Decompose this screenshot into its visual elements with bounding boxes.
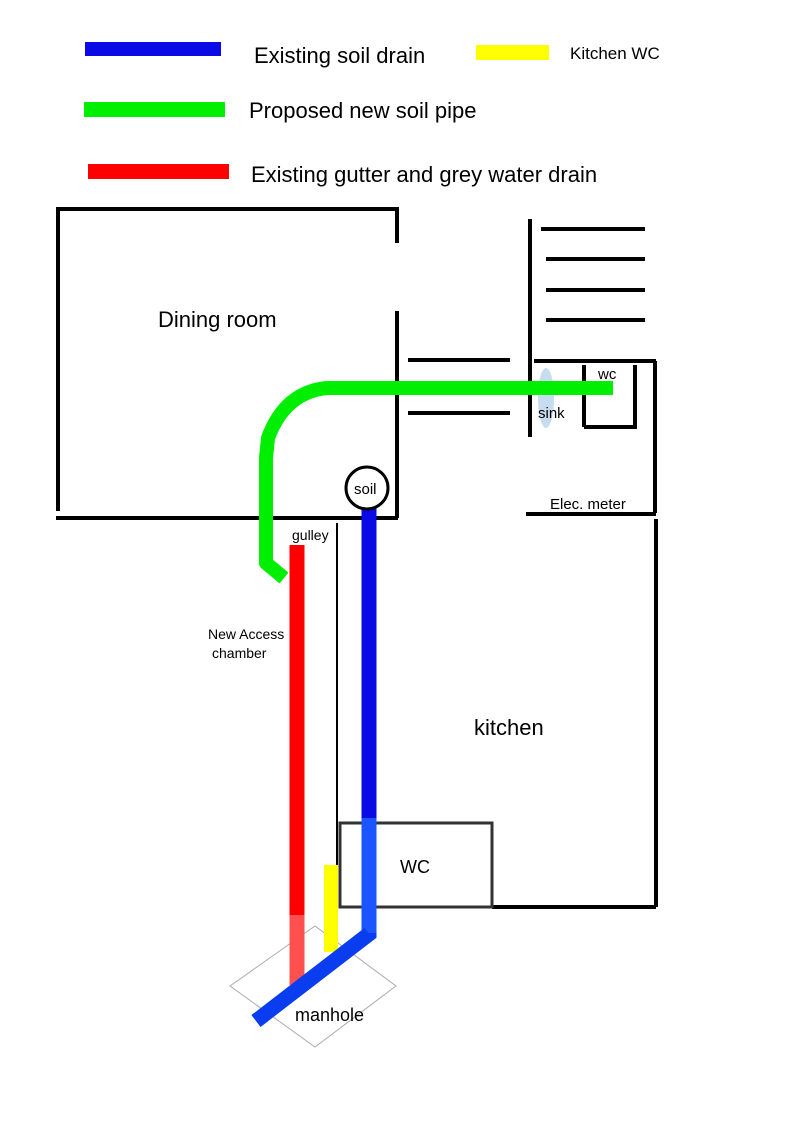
legend-swatch-proposed-soil-pipe [84, 102, 225, 117]
proposed-soil-pipe [259, 381, 613, 584]
legend-swatch-existing-soil-drain [85, 42, 221, 56]
manhole-outline [229, 925, 397, 1048]
small-wc-label: wc [597, 366, 617, 383]
soil-stack-icon [344, 465, 390, 511]
legend-label-existing-soil-drain: Existing soil drain [254, 43, 425, 68]
legend-swatch-existing-gutter [88, 164, 229, 179]
wc-box-label: WC [400, 857, 430, 877]
soil-label: soil [354, 481, 377, 498]
wc-box [338, 821, 494, 909]
sink-label: sink [538, 405, 565, 422]
legend-swatch-kitchen-wc [476, 45, 549, 60]
legend-label-existing-gutter: Existing gutter and grey water drain [251, 162, 597, 187]
walls [56, 207, 658, 909]
gulley-label: gulley [292, 527, 329, 543]
manhole-label: manhole [295, 1005, 364, 1025]
dining-room-label: Dining room [158, 307, 277, 332]
legend-label-kitchen-wc: Kitchen WC [570, 44, 660, 63]
elec-meter-label: Elec. meter [550, 496, 626, 513]
access-chamber-label-line1: New Access [208, 626, 284, 642]
access-chamber-label-line2: chamber [212, 645, 267, 661]
kitchen-label: kitchen [474, 715, 544, 740]
soil-drain-to-manhole [251, 928, 377, 1027]
legend: Existing soil drain Kitchen WC Proposed … [84, 42, 660, 187]
legend-label-proposed-soil-pipe: Proposed new soil pipe [249, 98, 476, 123]
